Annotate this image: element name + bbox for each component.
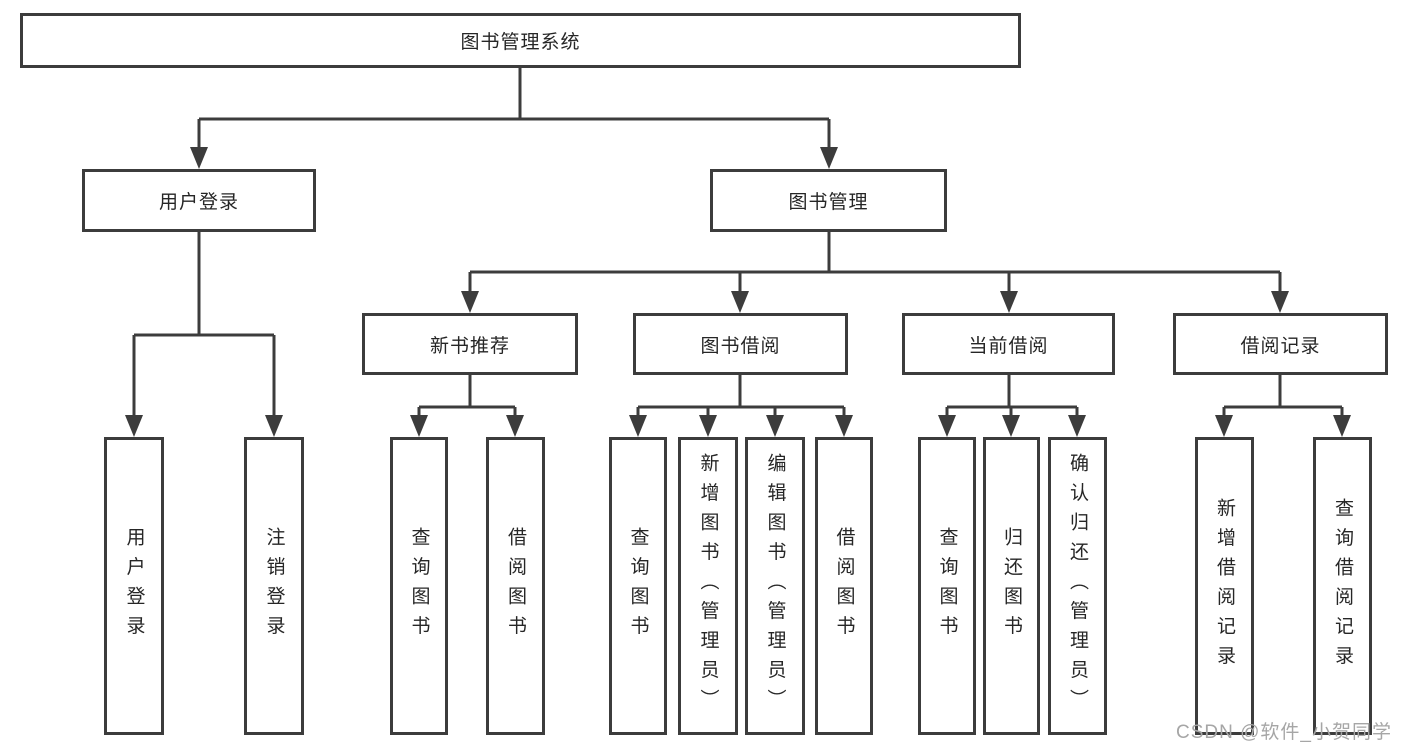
leaf-label: 新增借阅记录 (1214, 497, 1235, 675)
node-book-management: 图书管理 (710, 169, 947, 232)
leaf-label: 用户登录 (123, 527, 145, 645)
leaf-label: 新增图书（管理员） (697, 453, 719, 719)
leaf-add-book-admin: 新增图书（管理员） (678, 437, 738, 735)
node-borrow-records: 借阅记录 (1173, 313, 1388, 375)
node-label: 用户登录 (158, 192, 239, 213)
leaf-add-borrow-record: 新增借阅记录 (1195, 437, 1254, 735)
leaf-logout: 注销登录 (244, 437, 304, 735)
node-label: 图书管理 (788, 192, 869, 213)
leaf-query-book-borrow: 查询图书 (609, 437, 667, 735)
leaf-label: 查询图书 (408, 527, 430, 645)
leaf-borrow-book-recommend: 借阅图书 (486, 437, 545, 735)
node-label: 借阅记录 (1240, 335, 1321, 357)
leaf-label: 查询借阅记录 (1332, 497, 1353, 675)
leaf-query-borrow-record: 查询借阅记录 (1313, 437, 1372, 735)
node-label: 新书推荐 (429, 335, 510, 357)
leaf-edit-book-admin: 编辑图书（管理员） (745, 437, 805, 735)
leaf-label: 查询图书 (627, 527, 649, 645)
node-label: 图书借阅 (700, 335, 781, 357)
leaf-query-book-current: 查询图书 (918, 437, 976, 735)
leaf-label: 查询图书 (936, 527, 958, 645)
leaf-label: 归还图书 (1001, 527, 1022, 645)
node-label: 当前借阅 (968, 335, 1049, 357)
node-label: 图书管理系统 (460, 32, 581, 53)
leaf-borrow-book: 借阅图书 (815, 437, 873, 735)
leaf-label: 编辑图书（管理员） (764, 453, 786, 719)
leaf-label: 确认归还（管理员） (1067, 453, 1088, 719)
node-book-borrow: 图书借阅 (633, 313, 848, 375)
leaf-user-login: 用户登录 (104, 437, 164, 735)
node-root-system: 图书管理系统 (20, 13, 1021, 68)
node-new-book-recommend: 新书推荐 (362, 313, 578, 375)
node-current-borrow: 当前借阅 (902, 313, 1115, 375)
leaf-query-book-recommend: 查询图书 (390, 437, 448, 735)
leaf-label: 借阅图书 (505, 527, 526, 645)
leaf-return-book: 归还图书 (983, 437, 1040, 735)
leaf-label: 借阅图书 (833, 527, 855, 645)
node-user-login: 用户登录 (82, 169, 316, 232)
leaf-label: 注销登录 (263, 527, 285, 645)
leaf-confirm-return-admin: 确认归还（管理员） (1048, 437, 1107, 735)
arrowheads (125, 147, 1351, 437)
csdn-watermark: CSDN @软件_小贺同学 (1176, 722, 1392, 743)
